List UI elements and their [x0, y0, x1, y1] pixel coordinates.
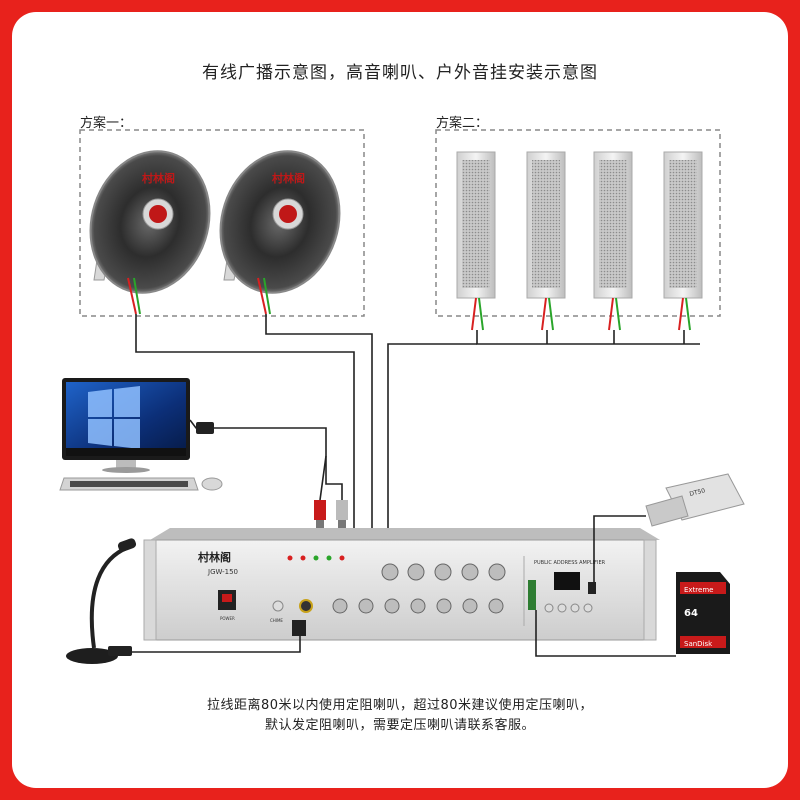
sd-card: Extreme 64 SanDisk: [535, 572, 730, 657]
scheme1-box: [79, 129, 365, 317]
power-label: POWER: [220, 616, 235, 621]
keyboard: [59, 477, 199, 491]
footer-line-2: 默认发定阻喇叭，需要定压喇叭请联系客服。: [264, 718, 535, 733]
sd-card-brand: SanDisk: [684, 640, 713, 648]
column-speaker-1: [456, 151, 496, 331]
horn-speaker-1: 村林阁: [89, 150, 211, 315]
amp-brand: 村林阁: [198, 550, 231, 564]
gooseneck-microphone: [66, 538, 306, 664]
horn-logo-2: 村林阁: [272, 171, 305, 185]
amp-model: JGW-150: [207, 568, 238, 576]
panel-title: PUBLIC ADDRESS AMPLIFIER: [534, 560, 606, 566]
amplifier: 村林阁 JGW-150 POWER CHIME PUBLIC ADDRESS A…: [143, 528, 660, 641]
chime-label: CHIME: [270, 618, 283, 623]
footer-line-1: 拉线距离80米以内使用定阻喇叭，超过80米建议使用定压喇叭，: [206, 698, 594, 713]
sd-card-top: Extreme: [684, 586, 713, 594]
page-title: 有线广播示意图，高音喇叭、户外音挂安装示意图: [202, 63, 598, 83]
sd-card-capacity: 64: [684, 608, 698, 619]
speaker-wiring: [135, 314, 700, 528]
usb-drive-label: DT50: [689, 487, 706, 498]
usb-drive: DT50: [593, 473, 745, 590]
mouse: [201, 477, 223, 491]
column-speaker-2: [526, 151, 566, 331]
column-speaker-3: [593, 151, 633, 331]
audio-cable: [189, 419, 348, 528]
scheme2-box: [435, 129, 721, 317]
horn-speaker-2: 村林阁: [219, 150, 341, 315]
scheme2-label: 方案二：: [436, 116, 489, 131]
computer-monitor: [62, 378, 190, 473]
column-speaker-4: [663, 151, 703, 331]
horn-logo-1: 村林阁: [142, 171, 175, 185]
scheme1-label: 方案一：: [80, 116, 133, 131]
